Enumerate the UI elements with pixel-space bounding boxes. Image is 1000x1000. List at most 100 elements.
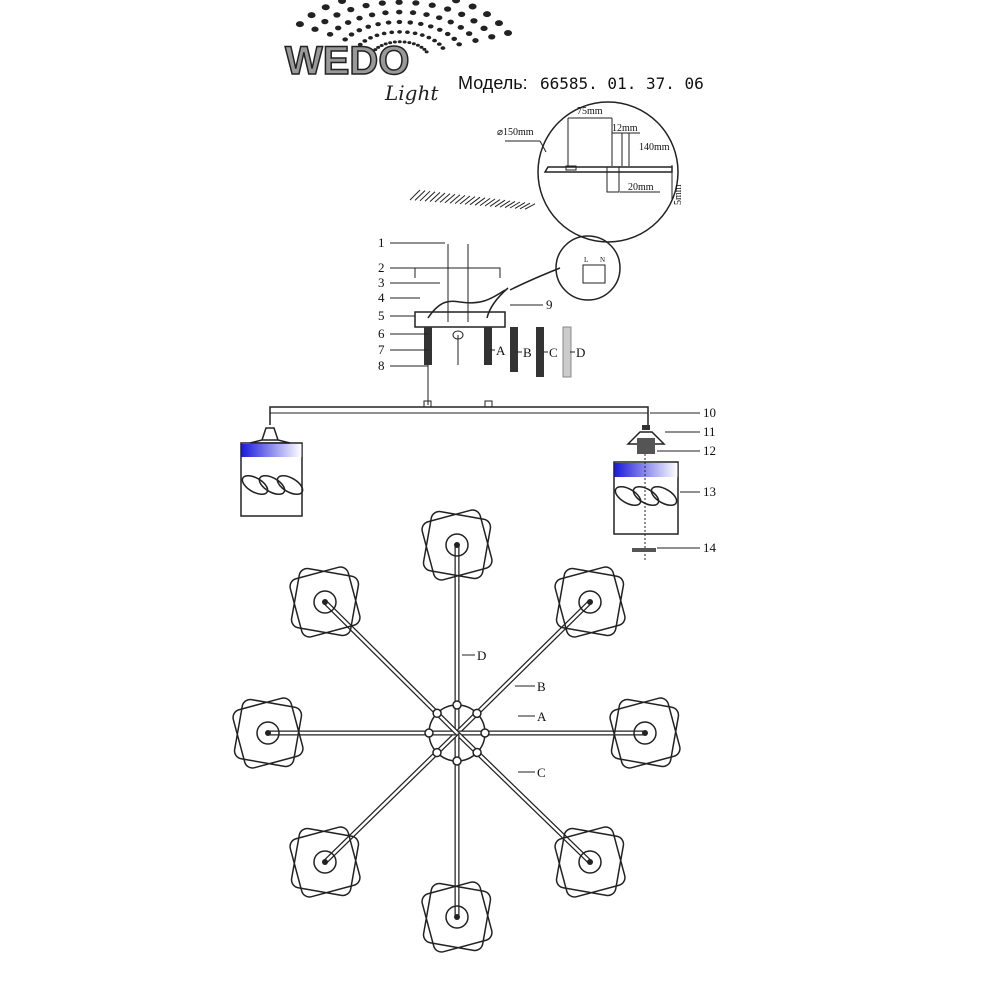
top-view-label-b: B <box>537 679 546 694</box>
dim-diameter: ⌀150mm <box>497 127 534 138</box>
hatch-line <box>439 193 451 203</box>
logo-dot <box>417 21 424 27</box>
hub-joint <box>424 728 434 738</box>
shade-twist-left <box>241 474 304 496</box>
hatch-line <box>499 200 511 208</box>
dim-slot: 12mm <box>612 123 638 134</box>
hatch-line <box>424 191 436 202</box>
dim-height: 20mm <box>628 182 654 193</box>
logo-dot-swirl <box>295 0 513 54</box>
hub-joint <box>432 747 442 758</box>
logo-dot <box>378 0 386 6</box>
callout-label-11: 11 <box>703 424 716 439</box>
logo-dot <box>423 12 430 17</box>
logo-dot <box>368 12 376 18</box>
logo-dot <box>335 25 342 31</box>
logo-dot <box>447 19 454 25</box>
callout-label-4: 4 <box>378 290 385 305</box>
callout-label-3: 3 <box>378 275 385 290</box>
wedo-light-logo: WEDO Light <box>284 0 513 105</box>
callout-label-5: 5 <box>378 308 385 323</box>
logo-dot <box>452 0 461 4</box>
logo-dot <box>307 12 316 19</box>
hatch-line <box>474 197 486 206</box>
callout-label-14: 14 <box>703 540 717 555</box>
hub-joint <box>480 728 490 738</box>
top-view-label-d: D <box>477 648 486 663</box>
logo-dot <box>494 20 503 27</box>
logo-dot <box>389 30 395 35</box>
callout-label-2: 2 <box>378 260 385 275</box>
logo-text: WEDO <box>285 39 409 83</box>
logo-dot <box>444 31 451 37</box>
top-view-label-c: C <box>537 765 546 780</box>
callout-label-9: 9 <box>546 297 553 312</box>
logo-dot <box>411 42 416 46</box>
logo-dot <box>436 27 443 32</box>
callout-label-1: 1 <box>378 235 385 250</box>
hatch-line <box>489 199 501 207</box>
logo-dot <box>357 42 363 47</box>
lamp-shade-top <box>232 697 304 769</box>
ceiling-hatch <box>409 189 536 210</box>
logo-dot <box>407 20 414 25</box>
side-view <box>240 400 679 560</box>
lamp-shade-top <box>421 881 493 953</box>
hatch-line <box>459 195 471 205</box>
logo-dot <box>362 2 370 9</box>
hatch-line <box>514 202 526 209</box>
logo-subtext: Light <box>384 81 439 105</box>
logo-dot <box>382 10 389 16</box>
logo-dot <box>347 6 355 13</box>
terminal-label-n: N <box>600 256 605 264</box>
logo-dot <box>356 15 363 21</box>
rod-label-b: B <box>523 345 532 360</box>
rod-label-c: C <box>549 345 558 360</box>
logo-dot <box>419 33 425 37</box>
canopy-assembly: L N <box>414 235 621 405</box>
logo-dot <box>402 40 407 44</box>
hatch-line <box>509 201 521 209</box>
hatch-line <box>449 194 461 204</box>
logo-dot <box>468 3 477 10</box>
logo-dot <box>321 4 330 11</box>
logo-dot <box>480 25 488 32</box>
logo-dot <box>412 31 418 36</box>
callout-label-12: 12 <box>703 443 716 458</box>
logo-dot <box>456 42 462 47</box>
model-number: 66585. 01. 37. 06 <box>540 74 704 93</box>
hatch-line <box>469 196 481 206</box>
logo-dot <box>432 38 437 43</box>
model-label: Модель: <box>458 73 528 93</box>
logo-dot <box>333 12 341 18</box>
logo-dot <box>444 6 452 12</box>
dim-thickness: 5mm <box>673 184 684 205</box>
logo-dot <box>356 28 363 33</box>
lamp-shade-top <box>554 826 626 898</box>
logo-dot <box>375 22 381 27</box>
hub-joint <box>452 700 462 710</box>
logo-dot <box>344 20 352 25</box>
logo-dot <box>379 43 384 47</box>
callout-label-8: 8 <box>378 358 385 373</box>
socket-cover-left <box>249 427 291 444</box>
logo-dot <box>435 15 443 21</box>
dim-length: 140mm <box>639 142 670 153</box>
hub-joint <box>472 747 482 758</box>
logo-dot <box>436 42 442 46</box>
lamp-shade-top <box>609 697 681 769</box>
glass-shade-right <box>613 461 679 535</box>
logo-dot <box>504 30 513 37</box>
logo-dot <box>419 45 424 49</box>
rod-label-a: A <box>496 343 506 358</box>
rod-label-d: D <box>576 345 585 360</box>
hatch-line <box>429 192 441 202</box>
logo-dot <box>472 38 479 43</box>
callout-label-7: 7 <box>378 342 385 357</box>
logo-dot <box>385 20 392 25</box>
logo-dot <box>397 40 402 44</box>
logo-dot <box>321 18 329 25</box>
hatch-line <box>454 195 466 204</box>
